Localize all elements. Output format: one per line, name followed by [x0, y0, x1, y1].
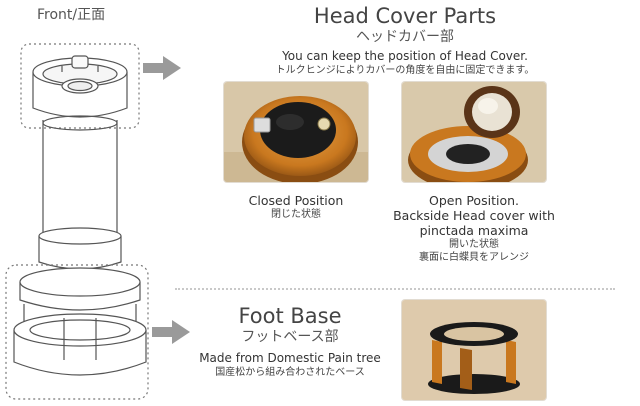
open-caption: Open Position. Backside Head cover with …: [372, 193, 576, 264]
head-description-en: You can keep the position of Head Cover.: [282, 49, 528, 63]
foot-highlight-box: [5, 264, 149, 400]
open-caption-en-2: Backside Head cover with: [393, 208, 555, 223]
foot-section-header: Foot Base フットベース部 Made from Domestic Pai…: [190, 304, 390, 379]
open-caption-jp-2: 裏面に白蝶貝をアレンジ: [419, 252, 529, 263]
head-highlight-box: [20, 43, 140, 129]
open-caption-en-1: Open Position.: [428, 193, 519, 208]
head-title: Head Cover Parts: [313, 4, 497, 28]
foot-subtitle: フットベース部: [241, 329, 339, 345]
product-line-drawing: [5, 43, 149, 400]
foot-description-en: Made from Domestic Pain tree: [199, 351, 381, 365]
closed-caption: Closed Position 閉じた状態: [214, 193, 378, 221]
foot-title: Foot Base: [238, 304, 342, 328]
front-label: Front/正面: [37, 7, 106, 23]
head-section-header: Head Cover Parts ヘッドカバー部 You can keep th…: [220, 4, 590, 77]
closed-position-photo: [224, 82, 368, 182]
foot-description-jp: 国産松から組み合わされたベース: [215, 367, 365, 378]
foot-base-photo: [402, 300, 546, 400]
head-subtitle: ヘッドカバー部: [356, 29, 454, 45]
foot-arrow-icon: [152, 320, 190, 344]
section-divider: [175, 288, 615, 290]
closed-caption-jp: 閉じた状態: [271, 209, 321, 220]
closed-caption-en: Closed Position: [248, 193, 344, 208]
open-caption-jp-1: 開いた状態: [449, 239, 499, 250]
open-caption-en-3: pinctada maxima: [419, 223, 529, 238]
open-position-photo: [402, 82, 546, 182]
head-description-jp: トルクヒンジによりカバーの角度を自由に固定できます。: [275, 65, 535, 76]
head-arrow-icon: [143, 56, 181, 80]
